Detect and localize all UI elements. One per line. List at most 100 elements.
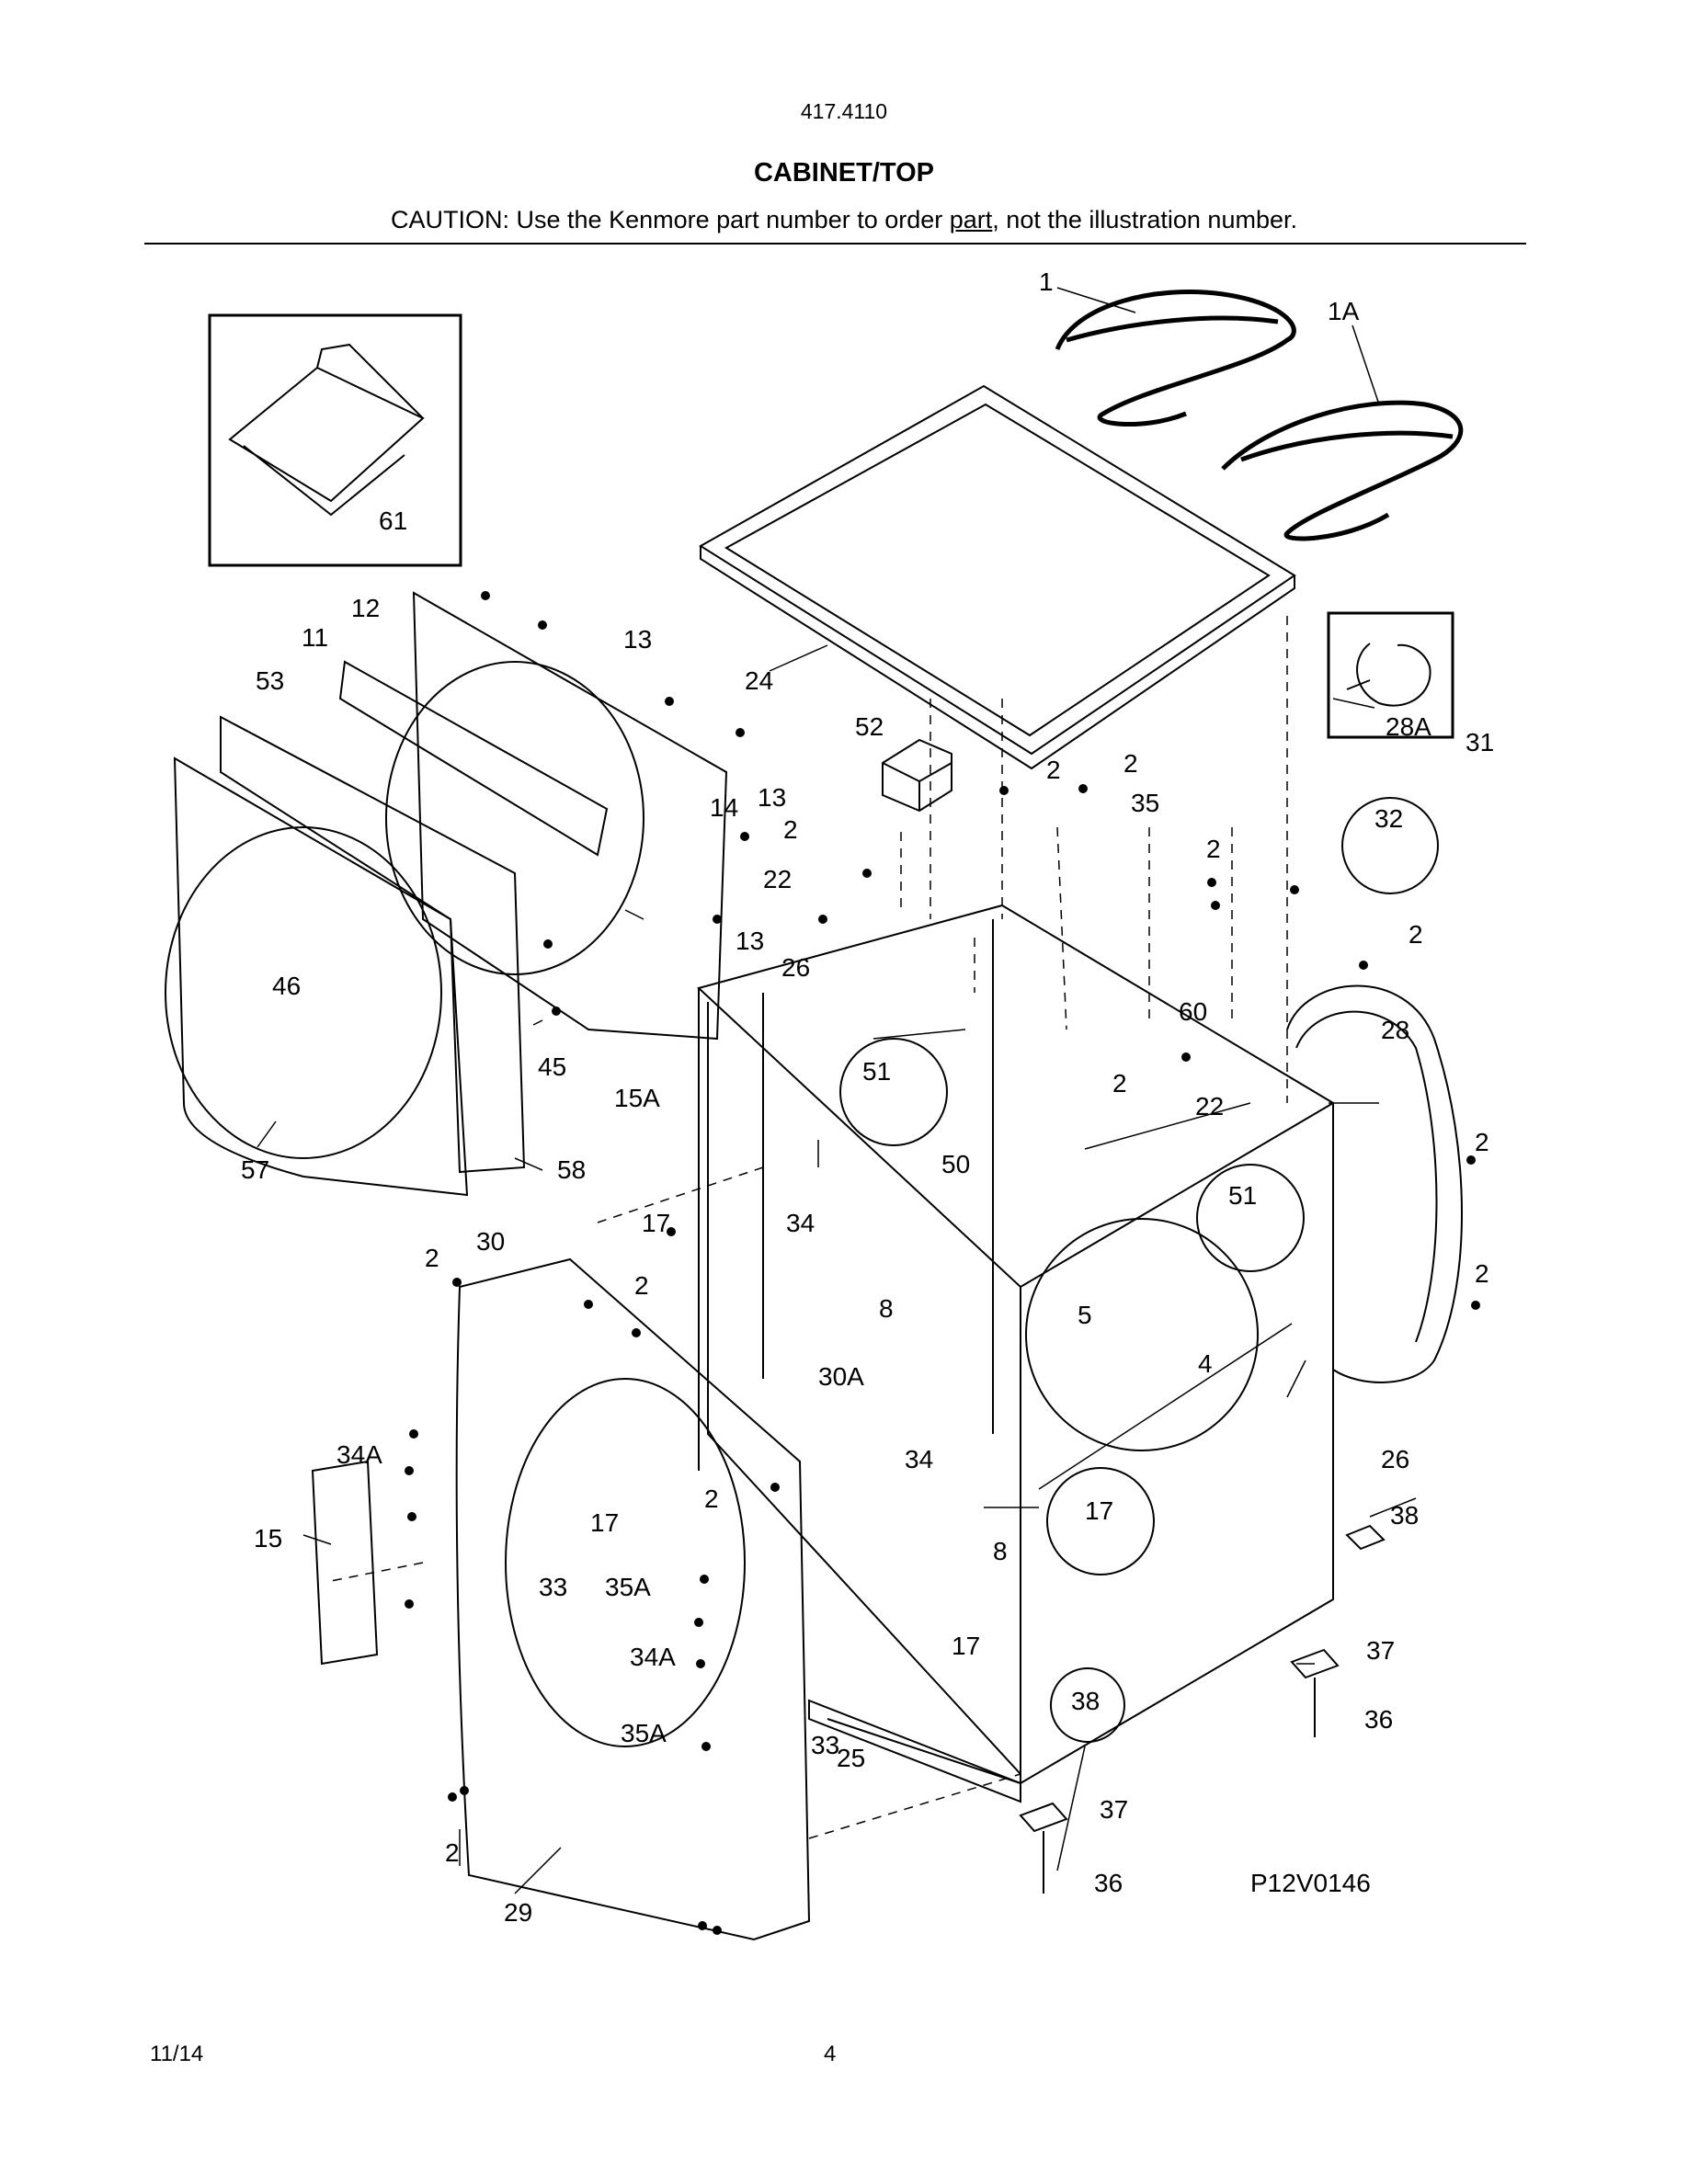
- screws: [405, 591, 1480, 1935]
- callout: 12: [351, 594, 380, 622]
- model-number: 417.4110: [800, 99, 888, 123]
- assembly-dashes: [330, 616, 1288, 1839]
- callout: 2: [783, 815, 798, 844]
- door-frame-53: [220, 715, 526, 1174]
- callout: 35A: [621, 1719, 667, 1747]
- callout: 45: [538, 1052, 566, 1081]
- callout: 61: [379, 506, 407, 535]
- callout: 60: [1179, 997, 1207, 1026]
- callout: 26: [1381, 1445, 1409, 1473]
- callout: 24: [745, 666, 773, 695]
- callout: 15: [254, 1524, 282, 1553]
- callout: 28A: [1386, 712, 1431, 741]
- callout: 5: [1078, 1301, 1092, 1329]
- callout: 30A: [818, 1362, 864, 1391]
- page-number: 4: [824, 2042, 837, 2066]
- base-25: [808, 1699, 1021, 1803]
- callout: 30: [476, 1227, 505, 1256]
- callout: 57: [241, 1155, 269, 1184]
- control-box-52: [882, 738, 952, 813]
- callout: 32: [1374, 804, 1403, 833]
- callout: 37: [1100, 1795, 1128, 1824]
- door-57: [173, 756, 469, 1197]
- callout: 46: [272, 972, 301, 1000]
- water-hose-1a: [1221, 400, 1464, 541]
- rear-cover-28: [1286, 984, 1463, 1383]
- callout: 15A: [614, 1084, 660, 1112]
- detail-circle-38: [1050, 1667, 1125, 1743]
- callout: 33: [539, 1573, 567, 1601]
- detail-circle-32: [1341, 797, 1439, 894]
- callout: 22: [763, 865, 792, 893]
- callout: 51: [1228, 1181, 1257, 1210]
- detail-circle-51-right: [1196, 1164, 1305, 1272]
- callout: 38: [1071, 1687, 1100, 1715]
- callout: 2: [1112, 1069, 1127, 1098]
- gasket-11: [338, 660, 609, 857]
- callout: 50: [941, 1150, 970, 1178]
- caution-notice: CAUTION: Use the Kenmore part number to …: [0, 206, 1688, 234]
- detail-circle-51-left: [839, 1038, 948, 1146]
- callout: 33: [811, 1731, 839, 1759]
- footer-date: 11/14: [150, 2042, 204, 2066]
- header-divider: [144, 243, 1526, 245]
- callout: 13: [736, 927, 764, 955]
- callout: 13: [623, 625, 652, 654]
- callout: 34: [786, 1209, 815, 1237]
- callout: 8: [879, 1294, 894, 1323]
- callout: 13: [758, 783, 786, 812]
- callout: 29: [504, 1898, 532, 1927]
- leveling-nut-38: [1345, 1524, 1386, 1551]
- callout: 2: [1206, 835, 1221, 863]
- callout: 17: [1085, 1496, 1113, 1525]
- callout-labels: 1 1A 61 12 11 13 53 24 52 2 2 35 28A 31 …: [241, 267, 1494, 1927]
- bracket-15: [311, 1460, 379, 1666]
- callout: 2: [704, 1484, 719, 1513]
- cabinet-26: [697, 904, 1334, 1785]
- foot-37-left: [1019, 1802, 1068, 1894]
- top-panel-24: [699, 384, 1296, 770]
- cabinet-frame-front: [707, 919, 1021, 1775]
- callout: 2: [425, 1244, 439, 1272]
- callout: 38: [1390, 1501, 1419, 1530]
- callout: 17: [590, 1508, 619, 1537]
- callout: 1: [1039, 267, 1054, 296]
- callout: 26: [781, 953, 810, 982]
- callout: 51: [862, 1057, 891, 1086]
- callout: 2: [1475, 1128, 1489, 1156]
- callout: 34A: [336, 1440, 382, 1469]
- callout: 1A: [1328, 297, 1360, 325]
- callout: 17: [952, 1632, 980, 1660]
- callout: 36: [1364, 1705, 1393, 1734]
- callout: 53: [256, 666, 284, 695]
- callout: 58: [557, 1155, 586, 1184]
- callout: 2: [1123, 749, 1138, 778]
- detail-circle-17: [1046, 1467, 1155, 1575]
- callout: 35: [1131, 789, 1159, 817]
- callout: 11: [302, 623, 328, 652]
- callout: 31: [1466, 728, 1494, 756]
- callout: 8: [993, 1537, 1008, 1565]
- bezel-ring: [385, 661, 644, 975]
- callout: 2: [1046, 756, 1061, 784]
- inset-box-61: [208, 313, 462, 567]
- callout: 2: [634, 1271, 649, 1300]
- callout: 52: [855, 712, 884, 741]
- callout: 34: [905, 1445, 933, 1473]
- callout: 17: [642, 1209, 670, 1237]
- callout: 22: [1195, 1092, 1224, 1120]
- page-title: CABINET/TOP: [753, 158, 935, 188]
- callout: 2: [1475, 1259, 1489, 1288]
- base-tray-61: [228, 343, 425, 517]
- bezel-12: [412, 591, 728, 1041]
- water-hose-1: [1055, 290, 1296, 427]
- front-panel-29: [455, 1257, 811, 1941]
- door-window: [165, 826, 442, 1159]
- caution-part-word: part: [949, 206, 993, 233]
- callout: 28: [1381, 1016, 1409, 1044]
- diagram-code: P12V0146: [1250, 1869, 1371, 1897]
- leader-lines: [257, 287, 1417, 1894]
- clamp-28a: [1346, 643, 1431, 707]
- inset-box-28a: [1327, 611, 1454, 739]
